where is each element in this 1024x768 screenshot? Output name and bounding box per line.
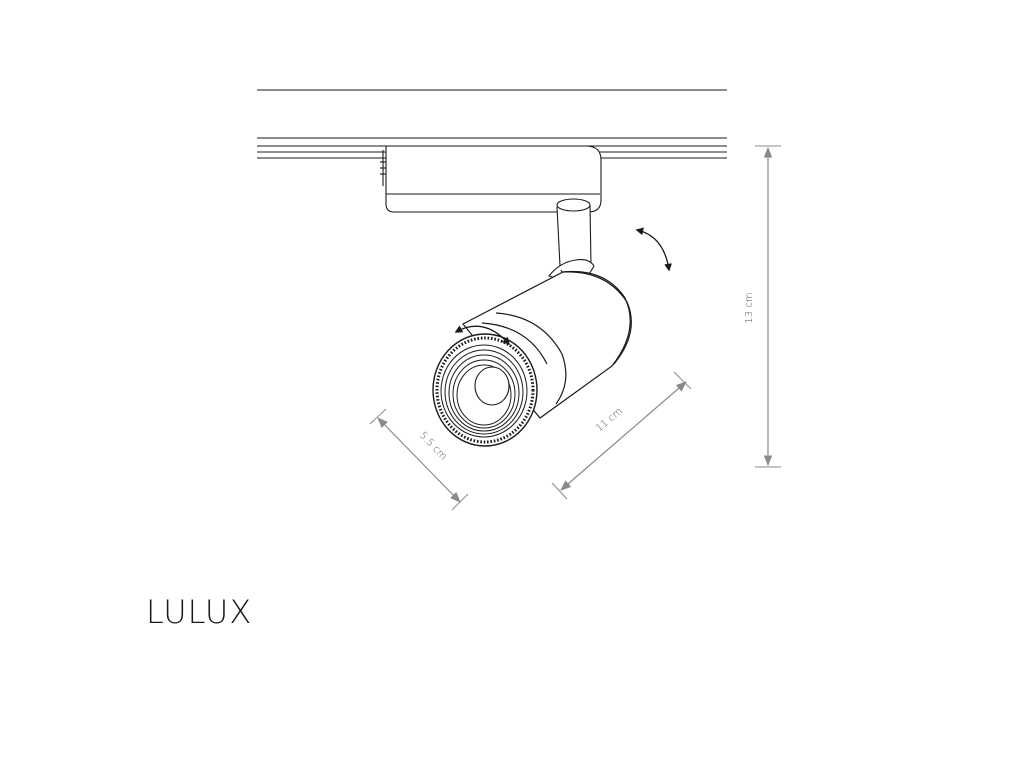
diameter-dimension	[369, 408, 469, 511]
length-dimension-label: 11 cm	[594, 406, 625, 434]
ring-rotation-arrow	[454, 325, 511, 346]
diameter-dimension-label: 5.5 cm	[417, 430, 449, 462]
stem	[556, 198, 592, 267]
height-dimension-label: 13 cm	[744, 292, 755, 323]
product-name: LULUX	[146, 593, 253, 631]
tilt-rotation-arrow	[635, 227, 672, 272]
track-adapter	[380, 145, 602, 213]
length-dimension	[551, 371, 692, 500]
height-dimension	[755, 145, 781, 468]
lens-ring	[432, 333, 538, 447]
